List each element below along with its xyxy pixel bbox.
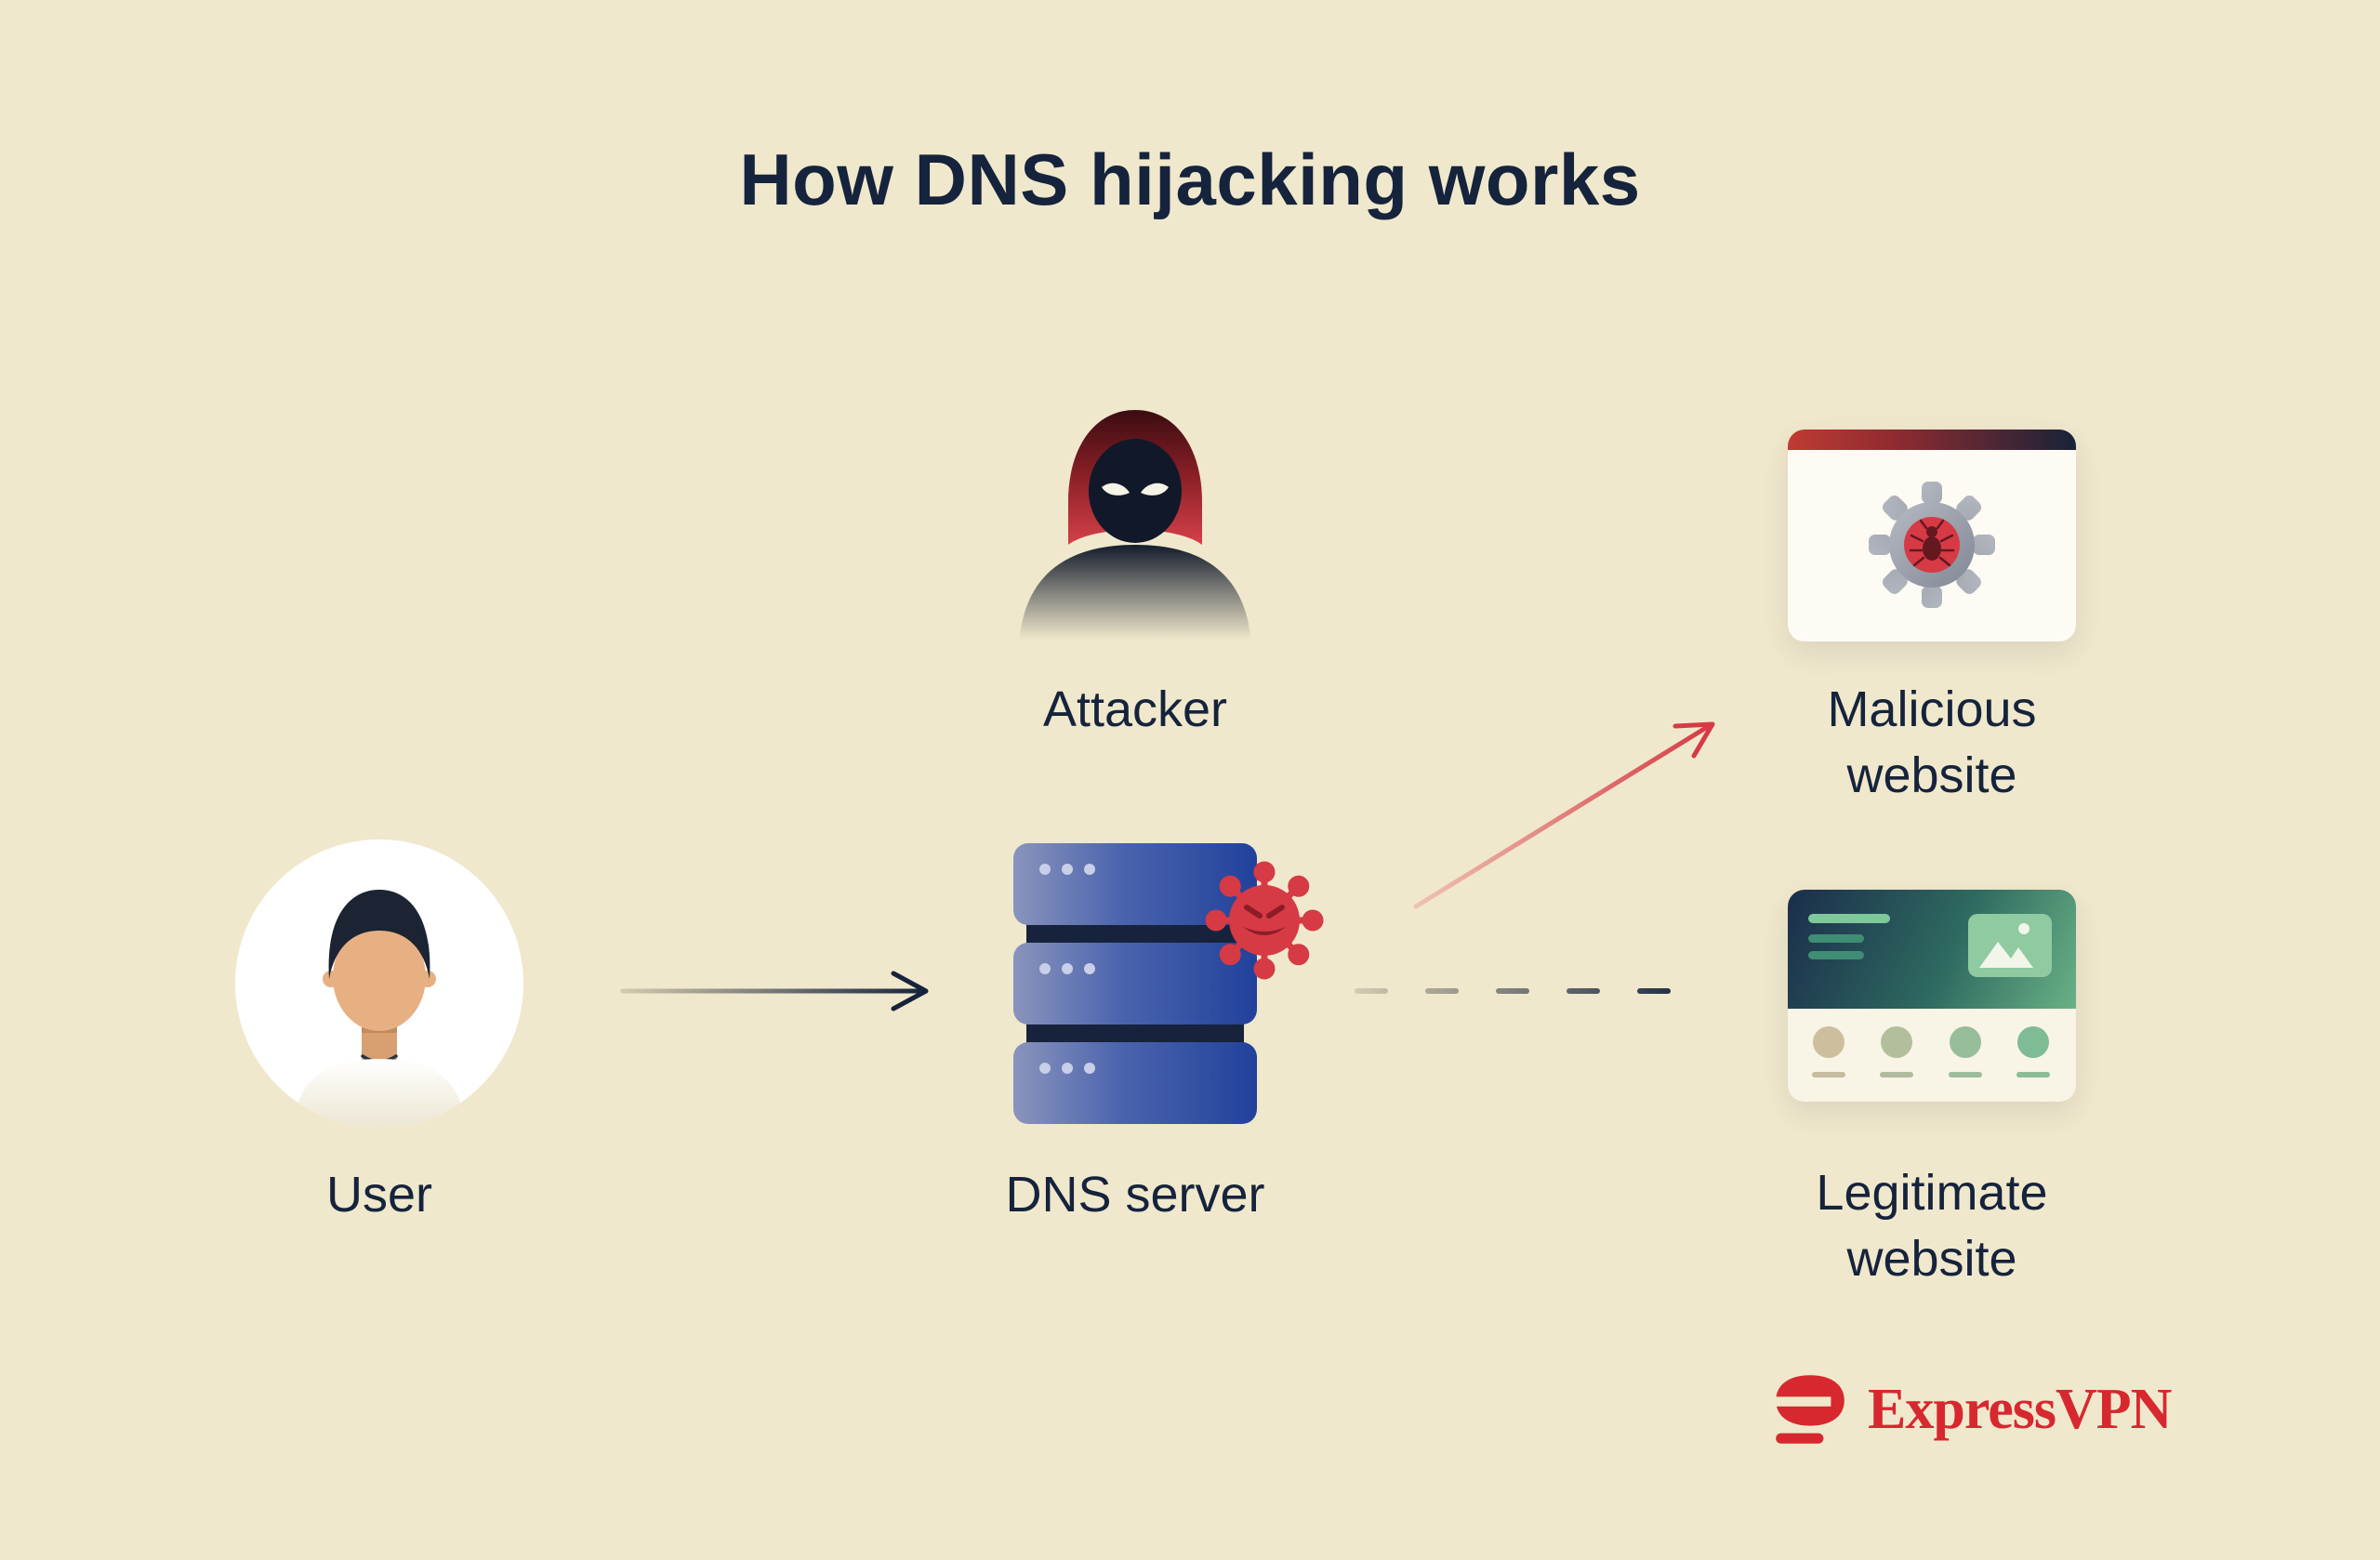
diagram-title: How DNS hijacking works bbox=[739, 139, 1641, 220]
expressvpn-logo: ExpressVPN bbox=[1773, 1372, 2172, 1447]
expressvpn-logo-text: ExpressVPN bbox=[1868, 1377, 2172, 1441]
browser-gear-bug-icon bbox=[1788, 430, 2076, 641]
expressvpn-logo-icon bbox=[1773, 1375, 1844, 1444]
malicious-website-label: Malicious website bbox=[1827, 681, 2037, 804]
legitimate-site-preview bbox=[1788, 890, 2076, 1102]
bug-icon bbox=[1909, 519, 1955, 567]
arrow-dns-to-malicious bbox=[1413, 721, 1715, 909]
malicious-site-header-bar bbox=[1788, 430, 2076, 450]
image-placeholder-icon bbox=[1968, 914, 2052, 977]
hooded-attacker-icon bbox=[1020, 410, 1250, 640]
gear-bug-icon bbox=[1869, 482, 1995, 608]
browser-page-icon bbox=[1788, 890, 2076, 1102]
arrow-user-to-dns bbox=[620, 971, 929, 1011]
dns-server-label: DNS server bbox=[1005, 1167, 1265, 1223]
user-label: User bbox=[325, 1167, 432, 1223]
virus-icon bbox=[1195, 851, 1334, 990]
attacker-label: Attacker bbox=[1042, 681, 1228, 737]
server-stack-icon bbox=[1013, 843, 1257, 1124]
legitimate-website-label: Legitimate website bbox=[1816, 1165, 2048, 1288]
person-avatar-icon bbox=[235, 839, 523, 1128]
